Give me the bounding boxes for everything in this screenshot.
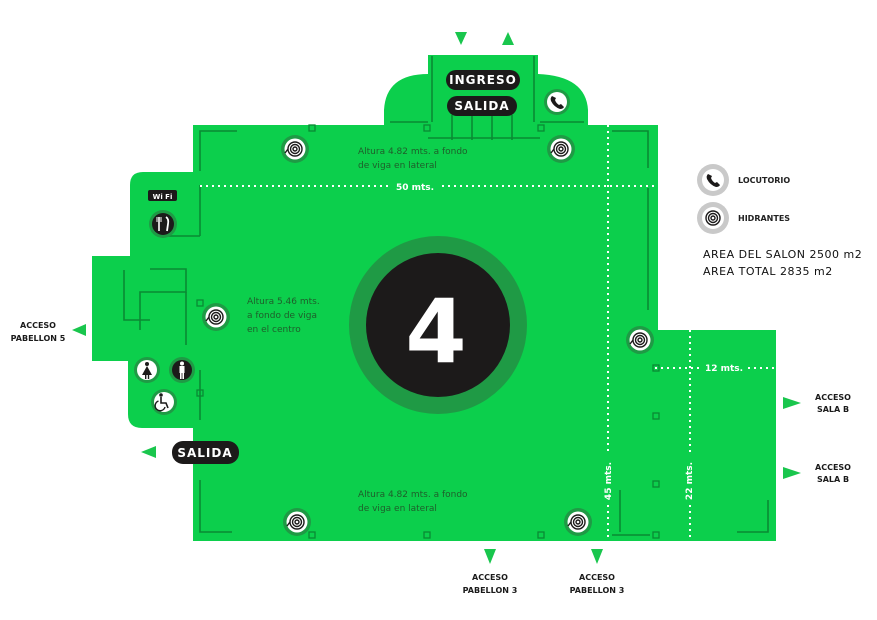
accessible-restroom-icon (151, 389, 177, 415)
height-note-top-line2: de viga en lateral (358, 161, 437, 171)
area-salon-text: AREA DEL SALON 2500 m2 (703, 248, 862, 261)
dimension-depth-label: 45 mts. (604, 462, 614, 500)
wall-lines (123, 56, 769, 536)
wifi-icon: Wi Fi (148, 190, 177, 201)
access-pabellon3-a-line2: PABELLON 3 (463, 586, 518, 595)
arrows (72, 32, 801, 564)
height-note-top-line1: Altura 4.82 mts. a fondo (358, 147, 468, 157)
dimension-side-depth-label: 22 mts. (685, 462, 695, 500)
legend-hydrant-label: HIDRANTES (738, 214, 790, 223)
access-pabellon3-b-line2: PABELLON 3 (570, 586, 625, 595)
legend-locutorio-icon (697, 164, 729, 196)
hydrant-icon (280, 134, 310, 164)
height-note-center-line2: a fondo de viga (247, 311, 317, 321)
women-restroom-icon (134, 357, 160, 383)
access-pabellon5-line1: ACCESO (20, 321, 56, 330)
legend-hydrant-icon (697, 202, 729, 234)
columns (196, 124, 660, 539)
dimension-lines (200, 125, 776, 541)
arrow-down-icon (591, 549, 603, 564)
hydrant-icon (282, 507, 312, 537)
hydrant-icon (201, 302, 231, 332)
access-salab2-line1: ACCESO (815, 463, 851, 472)
wifi-label: Wi Fi (153, 193, 173, 201)
arrow-right-icon (783, 467, 801, 479)
salida-left-label: SALIDA (177, 446, 232, 460)
height-note-bottom-line2: de viga en lateral (358, 504, 437, 514)
left-annex-floor (92, 256, 196, 361)
hydrant-icon (563, 507, 593, 537)
restaurant-icon (149, 210, 177, 238)
arrow-left-icon (72, 324, 86, 336)
height-note-bottom-line1: Altura 4.82 mts. a fondo (358, 490, 468, 500)
dimension-width-label: 50 mts. (396, 183, 434, 193)
arrow-up-icon (502, 32, 514, 45)
access-pabellon3-b-line1: ACCESO (579, 573, 615, 582)
access-pabellon3-a-line1: ACCESO (472, 573, 508, 582)
access-salab2-line2: SALA B (817, 475, 849, 484)
access-salab1-line1: ACCESO (815, 393, 851, 402)
locutorio-map-icon (544, 89, 570, 115)
legend-locutorio-label: LOCUTORIO (738, 176, 790, 185)
access-pabellon5-line2: PABELLON 5 (11, 334, 66, 343)
legend: LOCUTORIO HIDRANTES AREA DEL SALON 2500 … (697, 164, 862, 278)
height-note-center-line1: Altura 5.46 mts. (247, 297, 320, 307)
ingreso-sign: INGRESO (446, 70, 520, 90)
arrow-down-icon (455, 32, 467, 45)
salida-top-sign: SALIDA (447, 96, 517, 116)
hydrant-icon (546, 134, 576, 164)
area-total-text: AREA TOTAL 2835 m2 (703, 265, 833, 278)
dimension-side-label: 12 mts. (705, 364, 743, 374)
arrow-right-icon (783, 397, 801, 409)
ingreso-label: INGRESO (449, 73, 517, 87)
hall-number: 4 (405, 280, 466, 383)
height-note-center-line3: en el centro (247, 325, 301, 335)
arrow-left-icon (141, 446, 156, 458)
hall-number-badge: 4 (349, 236, 527, 414)
access-salab1-line2: SALA B (817, 405, 849, 414)
salida-top-label: SALIDA (454, 99, 509, 113)
men-restroom-icon (169, 357, 195, 383)
hydrant-icon (625, 325, 655, 355)
salida-left-sign: SALIDA (172, 441, 239, 464)
right-annex-floor (600, 330, 776, 541)
arrow-down-icon (484, 549, 496, 564)
